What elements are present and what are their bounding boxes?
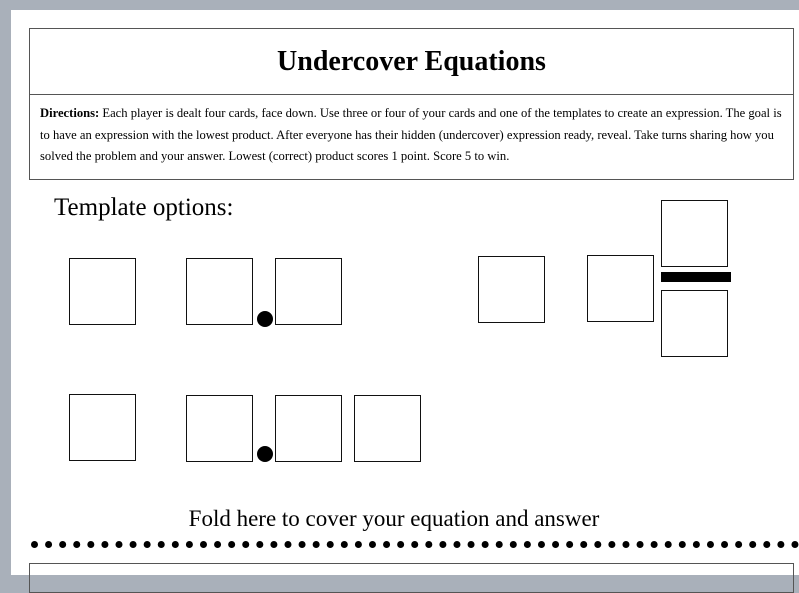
template-1-factor-box	[69, 258, 136, 325]
directions-label: Directions:	[40, 106, 100, 120]
template-2-denominator-box	[661, 290, 728, 357]
fold-line	[31, 541, 799, 548]
worksheet-page: Undercover Equations Directions: Each pl…	[11, 10, 799, 593]
template-options-heading: Template options:	[54, 194, 234, 221]
title-row: Undercover Equations	[30, 29, 793, 95]
fold-instruction: Fold here to cover your equation and ans…	[188, 506, 600, 531]
template-2-numerator-box	[661, 200, 728, 267]
template-1-tenths-box	[275, 258, 342, 325]
decimal-point	[257, 446, 273, 462]
template-2-factor-box	[478, 256, 545, 323]
decimal-point	[257, 311, 273, 327]
template-3-factor-box	[69, 394, 136, 461]
template-1-ones-box	[186, 258, 253, 325]
page-title: Undercover Equations	[277, 45, 546, 77]
template-3-tenths-box	[275, 395, 342, 462]
directions-body: Each player is dealt four cards, face do…	[40, 106, 782, 163]
directions-text: Directions: Each player is dealt four ca…	[40, 103, 792, 168]
template-2-whole-box	[587, 255, 654, 322]
answer-box	[29, 563, 794, 593]
fraction-bar	[661, 272, 731, 282]
header-box: Undercover Equations Directions: Each pl…	[29, 28, 794, 180]
template-3-hundredths-box	[354, 395, 421, 462]
template-3-ones-box	[186, 395, 253, 462]
